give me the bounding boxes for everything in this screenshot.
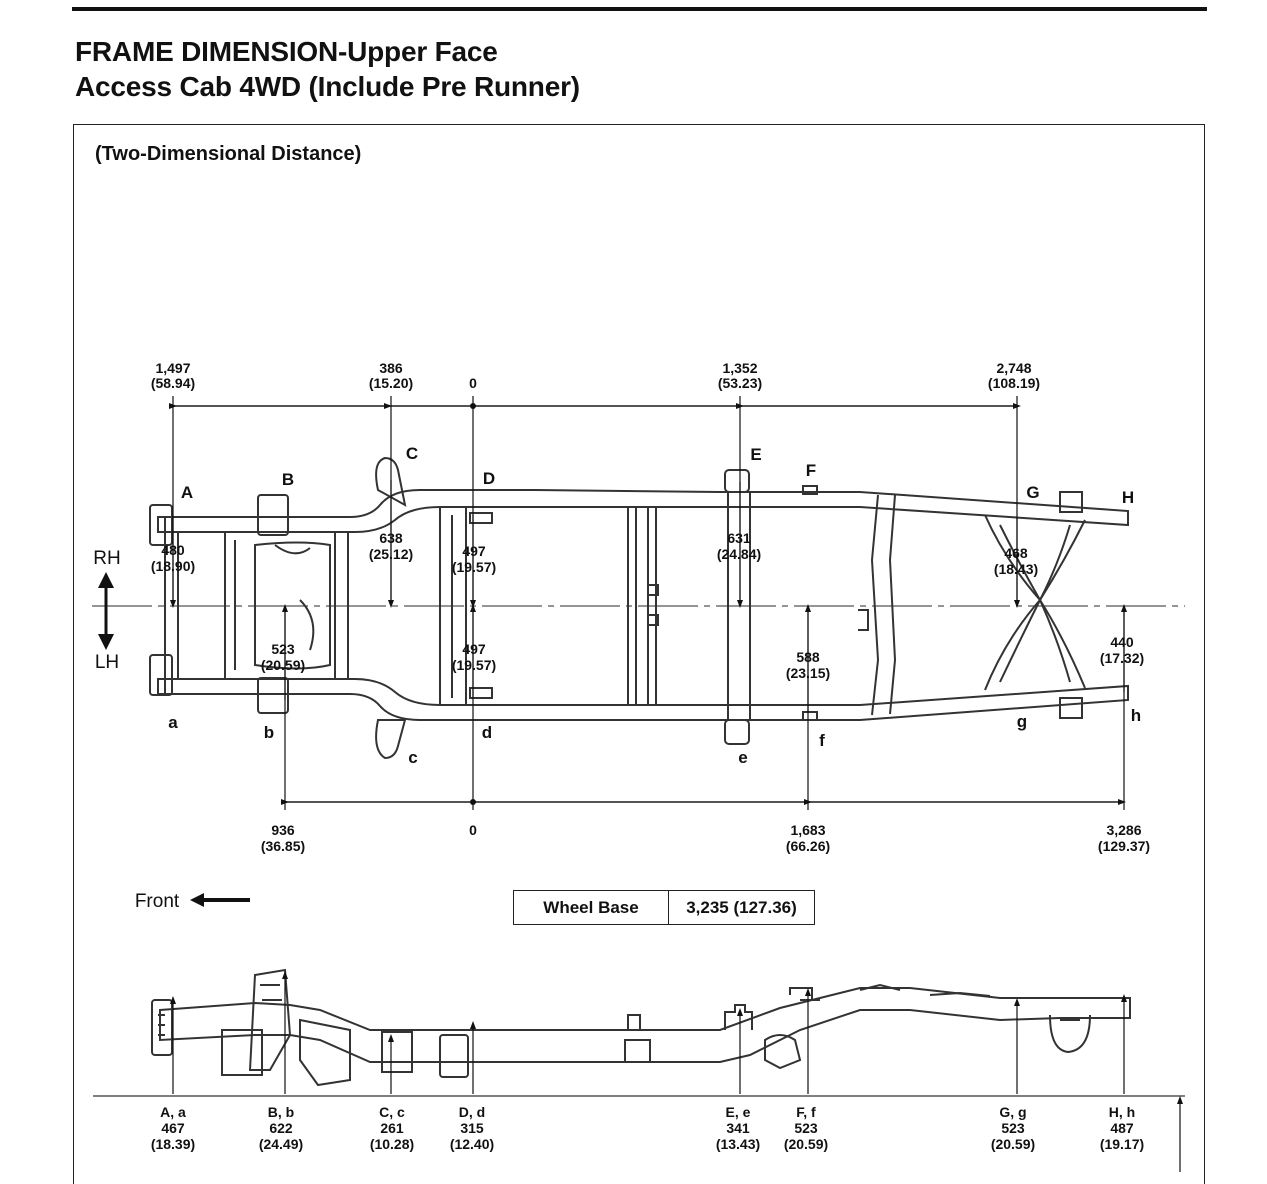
dim-top-1-mm: 1,497	[155, 360, 190, 376]
upper-point-labels: A B C D E F G H	[181, 444, 1134, 507]
dim-bot-3-mm: 1,683	[790, 822, 825, 838]
height-H-in: (19.17)	[1100, 1136, 1144, 1152]
dim-width-C-in: (25.12)	[369, 546, 413, 562]
wheel-base-table: Wheel Base 3,235 (127.36)	[513, 890, 815, 925]
dim-width-f-in: (23.15)	[786, 665, 830, 681]
dim-width-A: 480	[161, 542, 185, 558]
dim-bot-4-mm: 3,286	[1106, 822, 1141, 838]
dim-bot-2-mm: 0	[469, 822, 477, 838]
dim-bot-1-in: (36.85)	[261, 838, 305, 854]
rh-arrow-icon	[98, 572, 114, 588]
dim-top-2-in: (15.20)	[369, 375, 413, 391]
point-G: G	[1026, 483, 1039, 502]
height-F-points: F, f	[796, 1104, 816, 1120]
page-title: FRAME DIMENSION-Upper Face	[75, 36, 498, 67]
dim-top-1-in: (58.94)	[151, 375, 195, 391]
frame-side-view	[93, 968, 1185, 1097]
height-E-in: (13.43)	[716, 1136, 760, 1152]
wheel-base-label: Wheel Base	[514, 891, 669, 924]
top-dimension-labels: 1,497 (58.94) 386 (15.20) 0 1,352 (53.23…	[151, 360, 1040, 391]
point-D: D	[483, 469, 495, 488]
lh-arrow-icon	[98, 634, 114, 650]
wheel-base-value: 3,235 (127.36)	[686, 897, 797, 917]
height-F-in: (20.59)	[784, 1136, 828, 1152]
height-B-points: B, b	[268, 1104, 294, 1120]
height-dimension-lines	[170, 971, 1183, 1172]
height-A-in: (18.39)	[151, 1136, 195, 1152]
dim-width-D: 497	[462, 543, 486, 559]
height-C-in: (10.28)	[370, 1136, 414, 1152]
dim-top-4-in: (53.23)	[718, 375, 762, 391]
height-G-points: G, g	[999, 1104, 1026, 1120]
page-subtitle: Access Cab 4WD (Include Pre Runner)	[75, 71, 580, 102]
height-F-mm: 523	[794, 1120, 818, 1136]
dim-top-4-mm: 1,352	[722, 360, 757, 376]
point-C: C	[406, 444, 418, 463]
height-D-mm: 315	[460, 1120, 484, 1136]
front-arrow-icon	[190, 893, 250, 907]
dim-width-E-in: (24.84)	[717, 546, 761, 562]
point-c: c	[408, 748, 417, 767]
dim-width-G: 468	[1004, 545, 1028, 561]
height-E-points: E, e	[726, 1104, 751, 1120]
dim-width-G-in: (18.43)	[994, 561, 1038, 577]
dim-width-A-in: (18.90)	[151, 558, 195, 574]
top-rule	[72, 7, 1207, 11]
point-a: a	[168, 713, 178, 732]
rh-label: RH	[93, 548, 120, 569]
point-b: b	[264, 723, 274, 742]
point-A: A	[181, 483, 193, 502]
dim-width-E: 631	[727, 530, 751, 546]
height-G-mm: 523	[1001, 1120, 1025, 1136]
point-F: F	[806, 461, 816, 480]
top-dimension-lines	[104, 396, 1127, 810]
point-f: f	[819, 731, 825, 750]
height-D-in: (12.40)	[450, 1136, 494, 1152]
dim-width-d-in: (19.57)	[452, 657, 496, 673]
diagram-panel	[73, 124, 1205, 1184]
dim-top-3-mm: 0	[469, 375, 477, 391]
front-label: Front	[135, 891, 180, 912]
lower-point-labels: a b c d e f g h	[168, 706, 1141, 767]
dim-top-5-mm: 2,748	[996, 360, 1031, 376]
dim-top-2-mm: 386	[379, 360, 403, 376]
dim-width-C: 638	[379, 530, 403, 546]
point-g: g	[1017, 712, 1027, 731]
height-C-points: C, c	[379, 1104, 405, 1120]
dim-bot-4-in: (129.37)	[1098, 838, 1150, 854]
height-H-mm: 487	[1110, 1120, 1134, 1136]
bottom-dimension-labels: 936 (36.85) 0 1,683 (66.26) 3,286 (129.3…	[261, 822, 1150, 854]
dim-width-h: 440	[1110, 634, 1134, 650]
point-e: e	[738, 748, 747, 767]
dim-width-d: 497	[462, 641, 486, 657]
dim-width-h-in: (17.32)	[1100, 650, 1144, 666]
dim-width-b: 523	[271, 641, 295, 657]
width-dimension-labels: 480 (18.90) 638 (25.12) 497 (19.57) 631 …	[151, 530, 1144, 681]
frame-top-view	[92, 456, 1185, 760]
dim-width-f: 588	[796, 649, 820, 665]
dim-width-b-in: (20.59)	[261, 657, 305, 673]
height-G-in: (20.59)	[991, 1136, 1035, 1152]
dim-bot-1-mm: 936	[271, 822, 295, 838]
height-B-in: (24.49)	[259, 1136, 303, 1152]
point-h: h	[1131, 706, 1141, 725]
dim-top-5-in: (108.19)	[988, 375, 1040, 391]
height-A-mm: 467	[161, 1120, 185, 1136]
point-H: H	[1122, 488, 1134, 507]
dim-bot-3-in: (66.26)	[786, 838, 830, 854]
height-dimension-labels: A, a 467 (18.39) B, b 622 (24.49) C, c 2…	[151, 1104, 1144, 1152]
height-B-mm: 622	[269, 1120, 293, 1136]
panel-subtitle: (Two-Dimensional Distance)	[95, 143, 362, 165]
point-B: B	[282, 470, 294, 489]
lh-label: LH	[95, 652, 119, 673]
point-E: E	[750, 445, 761, 464]
height-A-points: A, a	[160, 1104, 186, 1120]
height-C-mm: 261	[380, 1120, 404, 1136]
point-d: d	[482, 723, 492, 742]
height-E-mm: 341	[726, 1120, 750, 1136]
dim-width-D-in: (19.57)	[452, 559, 496, 575]
height-D-points: D, d	[459, 1104, 485, 1120]
height-H-points: H, h	[1109, 1104, 1135, 1120]
